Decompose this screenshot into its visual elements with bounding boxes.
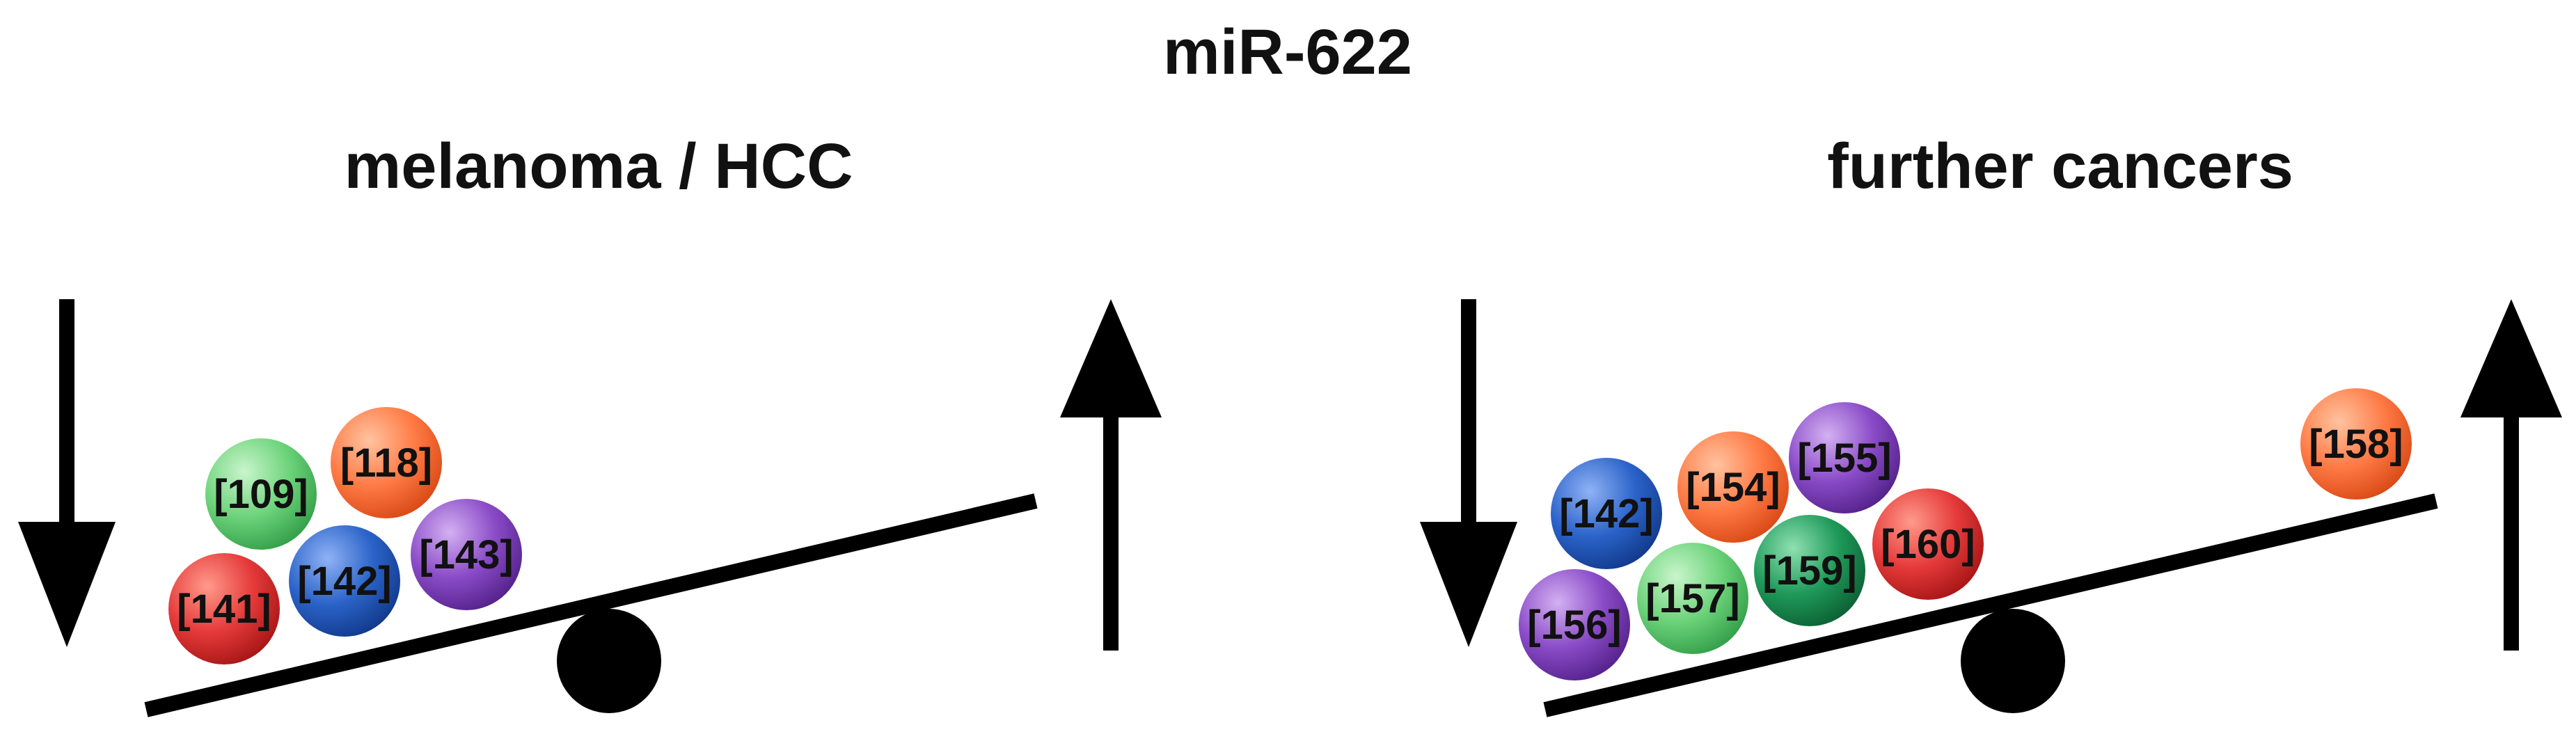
svg-text:[158]: [158] — [2309, 422, 2403, 467]
svg-text:[109]: [109] — [214, 472, 308, 517]
ball: [154] — [1677, 431, 1789, 543]
svg-text:[155]: [155] — [1797, 436, 1891, 481]
panel-heading: melanoma / HCC — [344, 131, 853, 202]
panel-heading: further cancers — [1827, 131, 2293, 202]
ball: [109] — [205, 438, 317, 550]
arrow-down-icon — [18, 299, 116, 647]
svg-text:[160]: [160] — [1881, 522, 1975, 567]
seesaw-beam — [144, 493, 1038, 717]
ball: [158] — [2300, 388, 2412, 500]
svg-text:[154]: [154] — [1686, 465, 1780, 510]
figure-title: miR-622 — [1163, 17, 1412, 88]
svg-text:[143]: [143] — [419, 532, 513, 577]
svg-text:[142]: [142] — [1559, 491, 1653, 536]
arrow-down-icon — [1420, 299, 1517, 647]
svg-text:[142]: [142] — [297, 559, 391, 604]
ball: [143] — [411, 499, 522, 610]
ball: [142] — [1551, 458, 1662, 569]
seesaw-fulcrum — [557, 609, 661, 713]
ball: [155] — [1789, 402, 1900, 513]
svg-text:[118]: [118] — [340, 440, 432, 486]
svg-text:[156]: [156] — [1527, 603, 1621, 648]
arrow-up-icon — [1060, 299, 1162, 651]
seesaw-beam — [1543, 493, 2438, 717]
svg-text:[157]: [157] — [1645, 576, 1739, 621]
ball: [159] — [1754, 515, 1865, 626]
ball: [141] — [168, 553, 280, 664]
panel-further-cancers: further cancers [156] [142] [154] [157] — [1420, 131, 2562, 717]
seesaw-fulcrum — [1961, 609, 2065, 713]
svg-text:[159]: [159] — [1762, 548, 1856, 593]
arrow-up-icon — [2460, 299, 2562, 651]
ball: [156] — [1519, 569, 1630, 680]
ball: [118] — [331, 407, 442, 518]
ball: [157] — [1637, 543, 1748, 654]
ball: [142] — [289, 525, 400, 637]
svg-text:[141]: [141] — [177, 587, 271, 632]
panel-melanoma-hcc: melanoma / HCC [141] [109] [118] [142] — [18, 131, 1162, 717]
ball: [160] — [1872, 488, 1984, 600]
